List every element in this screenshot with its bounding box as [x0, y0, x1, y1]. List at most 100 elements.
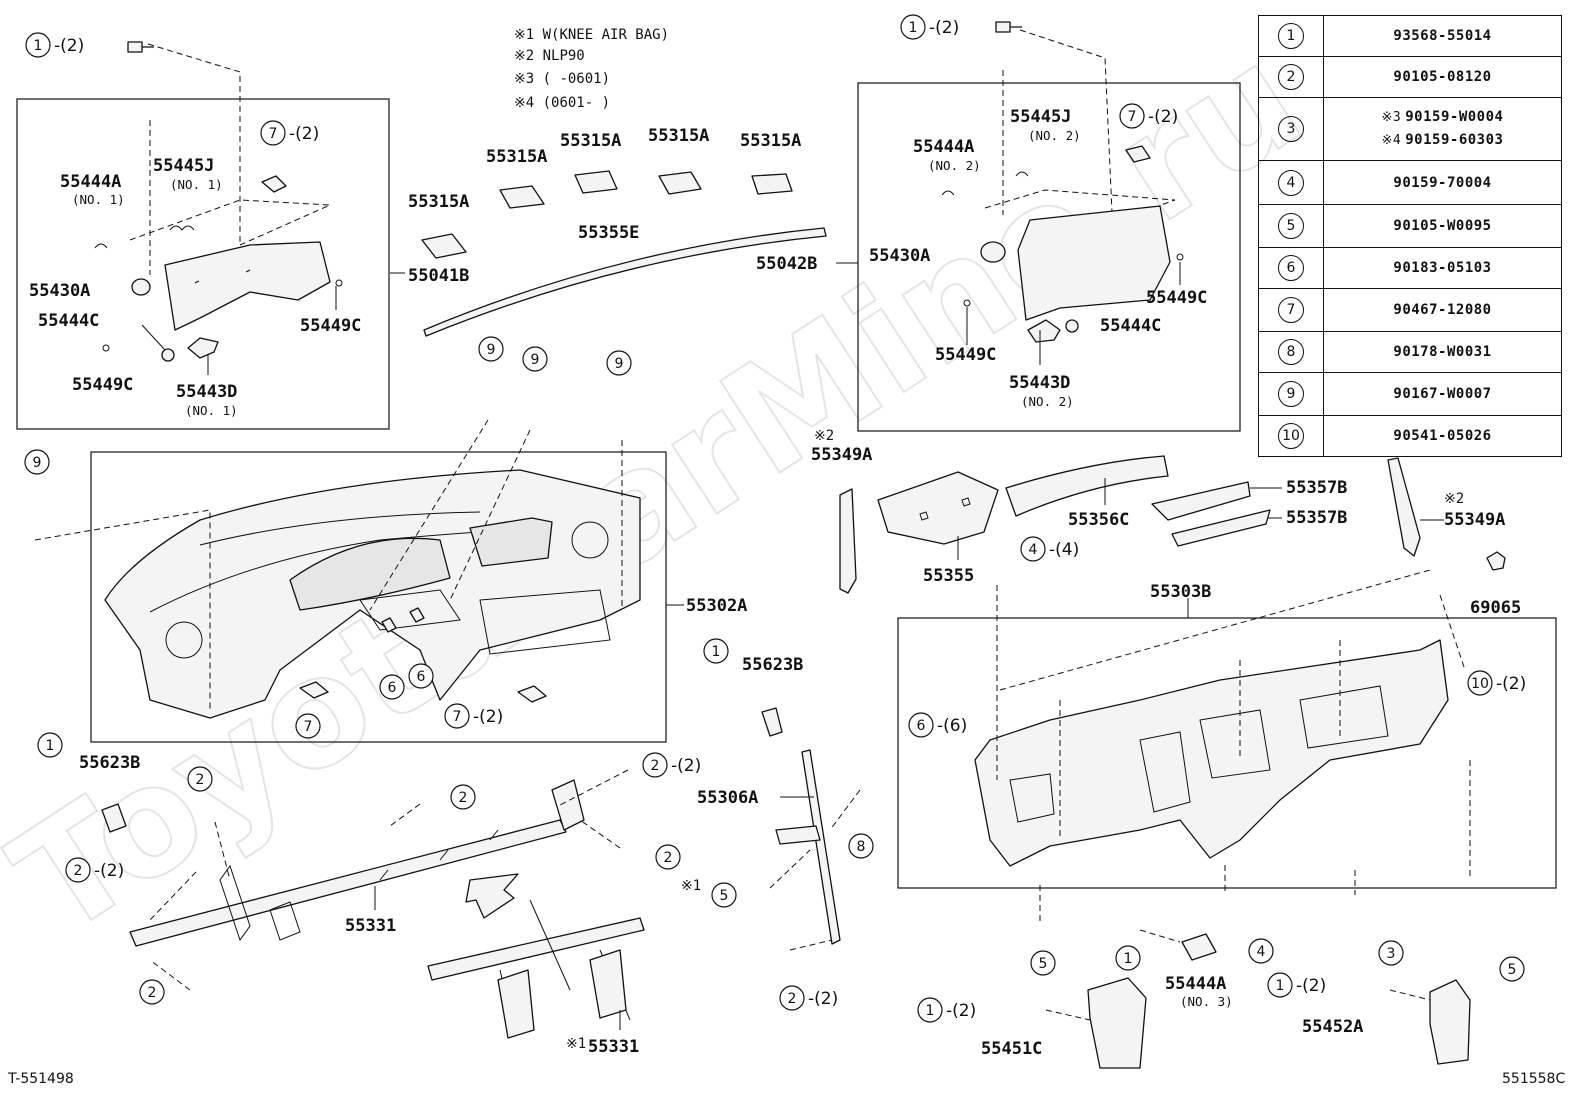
svg-text:(NO. 1): (NO. 1) — [72, 192, 125, 207]
callout-number-c22: 8 — [857, 839, 866, 855]
label-55331-knee: 55331 — [588, 1037, 639, 1057]
callout-circle-c33 — [1267, 972, 1293, 998]
ref-circle: 8 — [1278, 339, 1304, 365]
callout-circle-c11 — [295, 713, 321, 739]
label-55349a-right: 55349A — [1444, 510, 1505, 530]
callout-quantity-c25: -(6) — [937, 716, 967, 736]
callout-circle-c2 — [900, 14, 926, 40]
parts-table-row: 10 90541-05026 — [1258, 415, 1562, 457]
label-55355e: 55355E — [578, 223, 639, 243]
label-55623b-left: 55623B — [79, 753, 140, 773]
callout-number-c1: 1 — [34, 38, 43, 54]
part-number: 90178-W0031 — [1393, 344, 1492, 360]
parts-table-ref: 10 — [1258, 415, 1324, 457]
label-55357b-1: 55357B — [1286, 478, 1347, 498]
instrument-panel-frame — [90, 451, 667, 743]
callout-number-c9: 6 — [388, 680, 397, 696]
parts-table-ref: 2 — [1258, 56, 1324, 98]
label-55303b: 55303B — [1150, 582, 1211, 602]
callout-number-c16: 2 — [196, 772, 205, 788]
part-mark: ※3 — [1381, 110, 1402, 125]
callout-circle-c13 — [1020, 536, 1046, 562]
parts-table-partno: 90178-W0031 — [1323, 331, 1562, 373]
parts-table-ref: 8 — [1258, 331, 1324, 373]
parts-table-row: 9 90167-W0007 — [1258, 372, 1562, 416]
label-55449c-left-2: 55449C — [72, 375, 133, 395]
callout-quantity-c12: -(2) — [473, 707, 503, 727]
ref-circle: 3 — [1278, 116, 1304, 142]
callout-number-c18: 2 — [74, 863, 83, 879]
label-55449c-left-1: 55449C — [300, 316, 361, 336]
label-55315a-3: 55315A — [560, 131, 621, 151]
svg-text:(NO. 2): (NO. 2) — [928, 158, 981, 173]
parts-table-ref: 4 — [1258, 160, 1324, 205]
label-55355: 55355 — [923, 566, 974, 586]
callout-number-c10: 6 — [417, 669, 426, 685]
callout-quantity-c1: -(2) — [54, 36, 84, 56]
callout-number-c31: 5 — [1508, 962, 1517, 978]
ref-circle: 2 — [1278, 64, 1304, 90]
leader-lines — [207, 262, 1444, 1030]
callout-quantity-c19: -(2) — [671, 756, 701, 776]
upper-left-frame — [16, 98, 390, 430]
callout-circle-c1 — [25, 32, 51, 58]
callout-number-c3: 7 — [269, 126, 278, 142]
label-55306a: 55306A — [697, 788, 758, 808]
callout-circle-c20 — [655, 844, 681, 870]
svg-text:(NO. 2): (NO. 2) — [1021, 394, 1074, 409]
callout-number-c24: 2 — [788, 991, 797, 1007]
svg-text:(NO. 1): (NO. 1) — [185, 403, 238, 418]
callout-number-c30: 3 — [1387, 946, 1396, 962]
notes: ※1 W(KNEE AIR BAG) ※2 NLP90 ※3 ( -0601) … — [514, 27, 669, 111]
label-55443d-1: 55443D — [176, 382, 237, 402]
parts-table-partno: 90105-08120 — [1323, 56, 1562, 98]
callout-circle-c5 — [478, 336, 504, 362]
callout-number-c6: 9 — [531, 352, 540, 368]
garnish-55355e — [423, 227, 827, 337]
callout-circle-c6 — [522, 346, 548, 372]
label-55315a-2: 55315A — [486, 147, 547, 167]
svg-text:(NO. 2): (NO. 2) — [1028, 128, 1081, 143]
callout-number-c33: 1 — [1276, 978, 1285, 994]
label-55445j-2: 55445J — [1010, 107, 1071, 127]
svg-text:(NO. 3): (NO. 3) — [1180, 994, 1233, 1009]
callout-number-c11: 7 — [304, 719, 313, 735]
parts-table-partno: 90541-05026 — [1323, 415, 1562, 457]
callout-circle-c7 — [606, 350, 632, 376]
callout-number-c23: 5 — [720, 888, 729, 904]
callout-circle-c19 — [642, 752, 668, 778]
callout-number-c4: 7 — [1128, 109, 1137, 125]
callout-number-c7: 9 — [615, 356, 624, 372]
label-55042b: 55042B — [756, 254, 817, 274]
callout-circle-c16 — [187, 766, 213, 792]
label-55444c-left: 55444C — [38, 311, 99, 331]
svg-text:※2 NLP90: ※2 NLP90 — [514, 48, 585, 64]
label-55445j-1: 55445J — [153, 156, 214, 176]
callout-number-c19: 2 — [651, 758, 660, 774]
reinforcement-frame — [897, 617, 1557, 889]
callout-number-c21: 2 — [148, 985, 157, 1001]
steering-support-55331 — [101, 707, 861, 1039]
callout-number-c2: 1 — [909, 20, 918, 36]
parts-table-partno: 90167-W0007 — [1323, 372, 1562, 416]
callout-quantity-c24: -(2) — [808, 989, 838, 1009]
callout-circle-c15 — [37, 732, 63, 758]
svg-text:(NO. 1): (NO. 1) — [170, 177, 223, 192]
callout-circle-c29 — [1248, 938, 1274, 964]
parts-table-row: 2 90105-08120 — [1258, 56, 1562, 98]
callout-number-c25: 6 — [917, 718, 926, 734]
label-55449c-right-2: 55449C — [935, 345, 996, 365]
part-number: 90105-W0095 — [1393, 218, 1492, 234]
callout-number-c8: 9 — [33, 455, 42, 471]
part-number: 90541-05026 — [1393, 428, 1492, 444]
label-55315a-5: 55315A — [740, 131, 801, 151]
ref-circle: 9 — [1278, 381, 1304, 407]
callout-quantity-c32: -(2) — [946, 1001, 976, 1021]
